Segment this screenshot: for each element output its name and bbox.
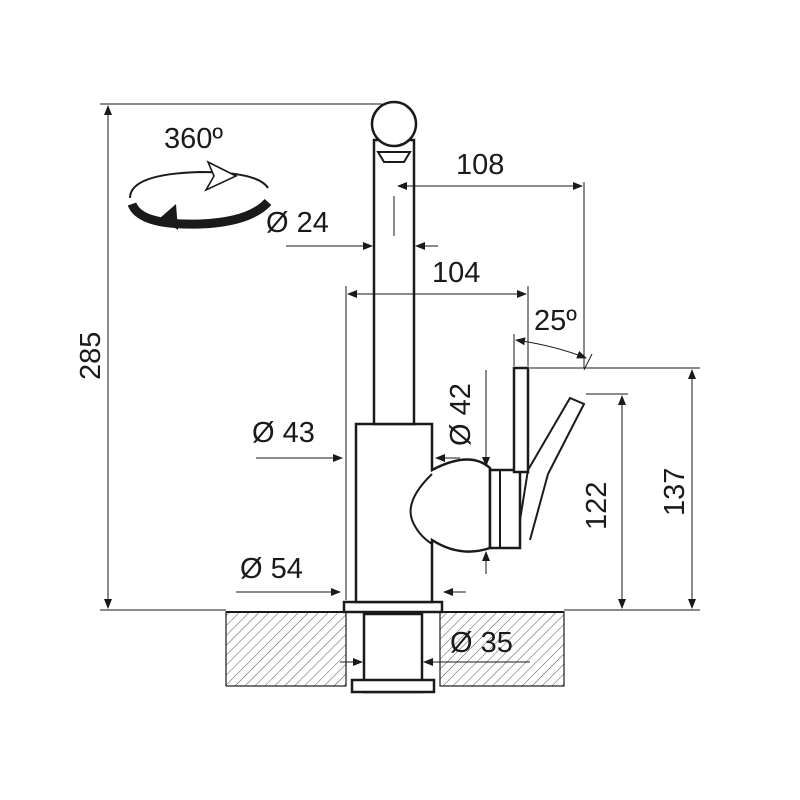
label-handle-height-low: 122 [581, 482, 613, 530]
dimension-base-diameter: Ø 54 [236, 553, 466, 596]
dimension-body-diameter: Ø 43 [252, 417, 460, 462]
dimension-total-height: 285 [75, 103, 382, 611]
dimension-hole-diameter: Ø 35 [340, 627, 530, 666]
label-body-diameter: Ø 43 [252, 417, 315, 449]
label-rotation: 360º [164, 123, 223, 155]
dimension-reach-body: 104 [345, 257, 529, 600]
label-handle-angle: 25º [534, 305, 577, 337]
dimension-handle-angle: 25º [513, 305, 593, 371]
lever-handle-vertical [512, 366, 530, 474]
dimension-reach-spout: 108 [397, 149, 585, 368]
dimension-handle-height-high: 137 [530, 367, 700, 609]
label-handle-diameter: Ø 42 [445, 383, 477, 446]
faucet-body [354, 422, 492, 604]
label-hole-diameter: Ø 35 [450, 627, 513, 659]
label-spout-diameter: Ø 24 [266, 207, 329, 239]
base-flange [342, 600, 444, 614]
dimension-handle-diameter: Ø 42 [445, 370, 490, 574]
mounting-shank [350, 612, 436, 694]
rotation-symbol: 360º [127, 123, 272, 230]
label-total-height: 285 [75, 332, 107, 380]
dimension-spout-diameter: Ø 24 [266, 207, 438, 250]
spout-tube [370, 100, 418, 426]
label-base-diameter: Ø 54 [240, 553, 303, 585]
label-handle-height-high: 137 [659, 468, 691, 516]
label-reach-spout: 108 [456, 149, 504, 181]
dimension-handle-height-low: 122 [564, 393, 700, 611]
handle-cartridge [488, 468, 522, 550]
label-reach-body: 104 [432, 257, 480, 289]
lever-handle-rotated [519, 396, 586, 541]
